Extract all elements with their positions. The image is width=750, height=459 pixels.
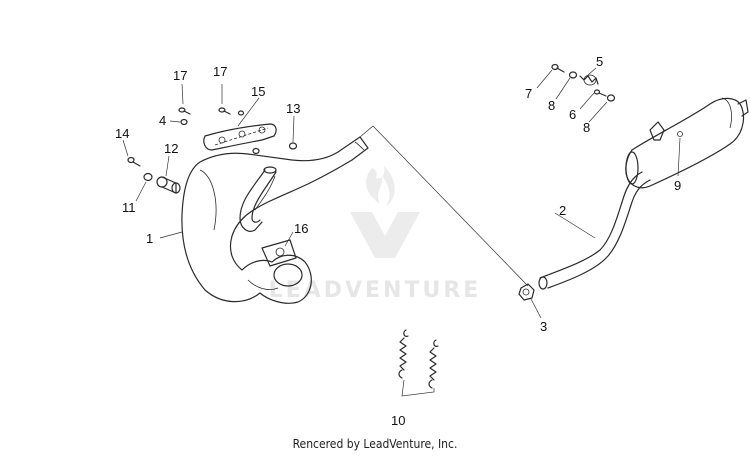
- callout-15: 15: [251, 84, 265, 99]
- clamp-3: [518, 283, 535, 301]
- bolt-7: [551, 63, 565, 73]
- callout-2: 2: [559, 203, 566, 218]
- callout-17-left: 17: [173, 68, 187, 83]
- washer-13: [252, 142, 298, 155]
- callout-5: 5: [596, 54, 603, 69]
- washer-8-upper: [568, 71, 578, 79]
- bolt-6: [593, 89, 607, 97]
- callout-1: 1: [146, 231, 153, 246]
- callout-13: 13: [286, 101, 300, 116]
- callout-3: 3: [540, 319, 547, 334]
- callout-16: 16: [294, 221, 308, 236]
- callout-4: 4: [159, 113, 166, 128]
- callout-10: 10: [391, 413, 405, 428]
- spring-10-left: [398, 329, 409, 379]
- callout-6: 6: [569, 107, 576, 122]
- expansion-chamber: [181, 136, 369, 304]
- spring-10-right: [428, 339, 439, 389]
- chamber-mount-bracket: [261, 239, 297, 267]
- leader-lines: [122, 67, 681, 397]
- footer-credit: Rencered by LeadVenture, Inc.: [292, 437, 458, 451]
- silencer-body: [625, 97, 749, 189]
- rubber-mount-12: [156, 176, 181, 194]
- callout-11: 11: [122, 200, 136, 215]
- callout-17-right: 17: [213, 64, 227, 79]
- callout-8-lower: 8: [583, 120, 590, 135]
- washer-4: [180, 118, 188, 126]
- silencer-pipe: [538, 171, 651, 290]
- bolt-17-right: [218, 107, 245, 116]
- washer-11: [143, 172, 153, 182]
- leadventure-watermark: LEADVENTURE: [269, 166, 482, 303]
- callout-8-upper: 8: [548, 98, 555, 113]
- callout-12: 12: [164, 141, 178, 156]
- inlet-pipe: [239, 166, 277, 232]
- callout-9: 9: [674, 178, 681, 193]
- callout-14: 14: [115, 126, 129, 141]
- bolt-17-left: [178, 107, 191, 115]
- watermark-text: LEADVENTURE: [269, 278, 482, 303]
- callout-labels: 1 2 3 4 5 6 7 8 8 9 10 11 12 13 14 15 16…: [115, 54, 681, 428]
- washer-8-lower: [606, 94, 616, 102]
- callout-7: 7: [525, 86, 532, 101]
- heat-shield-plate: [203, 123, 277, 151]
- spring-5: [579, 74, 599, 86]
- bolt-14: [127, 156, 141, 167]
